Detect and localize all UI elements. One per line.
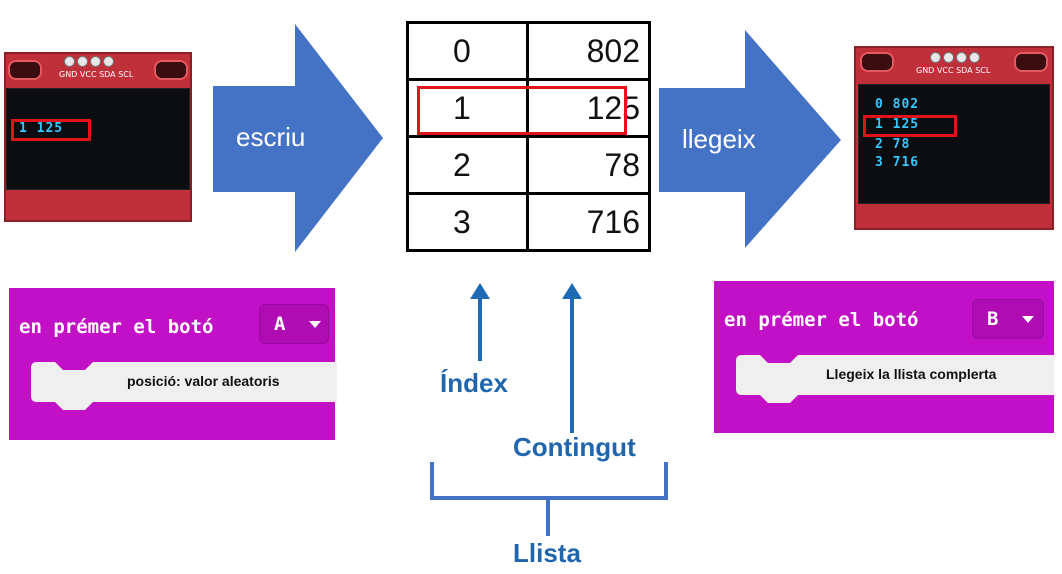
statement-notch-icon: [31, 362, 337, 410]
event-text: en prémer el botó: [19, 316, 214, 338]
chevron-down-icon[interactable]: [309, 321, 321, 328]
write-arrow-icon: [213, 24, 383, 252]
index-label: Índex: [440, 368, 508, 398]
index-pointer-arrow-icon: [470, 283, 490, 361]
oled-line: 3 716: [875, 155, 920, 170]
oled-line: 1 125: [19, 121, 64, 136]
mount-hole: [860, 52, 894, 72]
write-arrow-label: escriu: [236, 122, 306, 152]
on-button-b-block[interactable]: en prémer el botó B Llegeix la llista co…: [714, 281, 1054, 433]
index-cell: 2: [406, 135, 529, 195]
list-bracket-icon: [430, 462, 668, 536]
list-table: 0 802 1 125 2 78 3 716: [406, 21, 651, 252]
value-cell: 78: [526, 135, 651, 195]
highlight-box: [863, 115, 957, 137]
oled-line: 0 802: [875, 97, 920, 112]
oled-screen: 0 802 1 125 2 78 3 716: [858, 84, 1050, 204]
value-cell: 716: [526, 192, 651, 252]
oled-display-left: GND VCC SDA SCL 1 125: [4, 52, 192, 222]
table-row: 3 716: [406, 192, 651, 252]
content-pointer-arrow-icon: [562, 283, 582, 433]
list-label: Llista: [513, 538, 581, 568]
row-highlight-box: [417, 86, 627, 135]
statement-text[interactable]: posició: valor aleatoris: [127, 373, 280, 389]
highlight-box: [11, 119, 91, 141]
oled-line: 2 78: [875, 137, 911, 152]
button-select-value: A: [274, 313, 286, 335]
pin-labels: GND VCC SDA SCL: [916, 66, 991, 75]
event-text: en prémer el botó: [724, 309, 919, 331]
oled-screen: 1 125: [6, 88, 190, 190]
statement-text[interactable]: Llegeix la llista complerta: [826, 366, 997, 382]
pin-header: [930, 52, 980, 63]
button-select-value: B: [987, 308, 999, 330]
content-label: Contingut: [513, 432, 636, 462]
table-row: 2 78: [406, 135, 651, 195]
table-row: 0 802: [406, 21, 651, 81]
chevron-down-icon[interactable]: [1022, 316, 1034, 323]
statement-notch-icon: [736, 355, 1054, 403]
read-arrow-label: llegeix: [682, 124, 756, 154]
index-cell: 3: [406, 192, 529, 252]
pin-labels: GND VCC SDA SCL: [59, 70, 134, 79]
pin-header: [64, 56, 114, 67]
mount-hole: [1014, 52, 1048, 72]
mount-hole: [154, 60, 188, 80]
oled-line: 1 125: [875, 117, 920, 132]
value-cell: 802: [526, 21, 651, 81]
oled-display-right: GND VCC SDA SCL 0 802 1 125 2 78 3 716: [854, 46, 1054, 230]
read-arrow-icon: [659, 30, 841, 248]
index-cell: 0: [406, 21, 529, 81]
on-button-a-block[interactable]: en prémer el botó A posició: valor aleat…: [9, 288, 337, 440]
mount-hole: [8, 60, 42, 80]
